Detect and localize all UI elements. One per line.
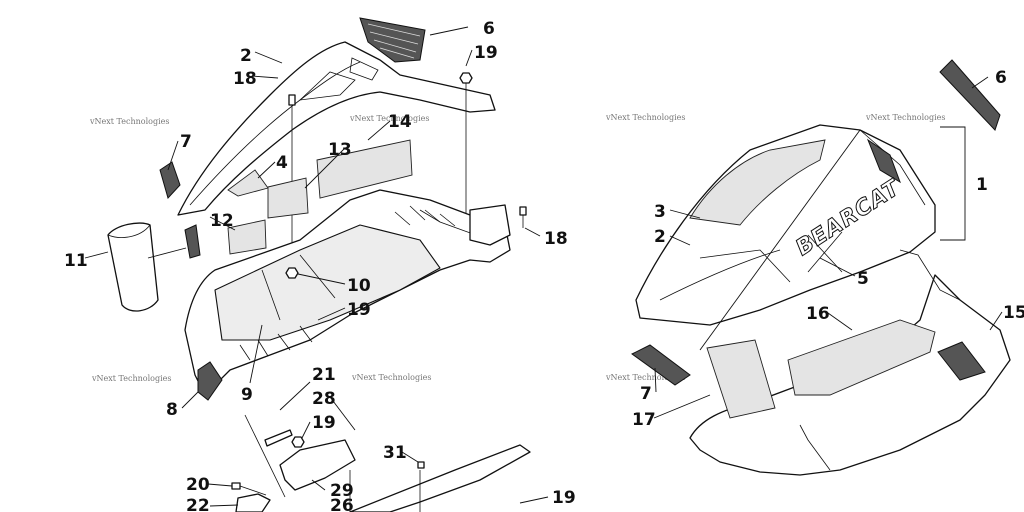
- hood-upper-panel: [177, 41, 496, 216]
- callout-3: 3: [654, 202, 666, 222]
- vent-grille-right-7: [631, 344, 691, 386]
- bracket-28: [279, 439, 356, 491]
- spring-21: [264, 429, 293, 447]
- callout-13: 13: [328, 140, 352, 160]
- callout-14: 14: [388, 112, 412, 132]
- bracket-right: [469, 204, 511, 246]
- callout-19-low: 19: [312, 413, 336, 433]
- right-exploded-view: BEARCAT: [631, 59, 1011, 476]
- callout-4: 4: [276, 153, 288, 173]
- callout-18-left: 18: [233, 69, 257, 89]
- callout-15: 15: [1003, 303, 1024, 323]
- vent-grille-right-6: [939, 59, 1001, 131]
- callout-19-top: 19: [474, 43, 498, 63]
- callout-16: 16: [806, 304, 830, 324]
- latch-22: [235, 493, 271, 512]
- vent-grille-lower-left: [197, 361, 223, 401]
- left-exploded-view: [107, 17, 531, 512]
- screw-18: [288, 94, 296, 106]
- rail-26: [349, 444, 531, 512]
- screw-31: [417, 461, 425, 469]
- callout-11: 11: [64, 251, 88, 271]
- callout-8: 8: [166, 400, 178, 420]
- callout-19-mid: 19: [347, 300, 371, 320]
- side-panel-3: [689, 139, 826, 226]
- callout-2-right: 2: [654, 227, 666, 247]
- nut-19-mid: [285, 267, 299, 279]
- callout-20: 20: [186, 475, 210, 495]
- decal-14: [316, 139, 413, 199]
- vent-grille-top: [359, 17, 426, 63]
- callout-29: 29: [330, 481, 354, 501]
- callout-17: 17: [632, 410, 656, 430]
- nut-19-top: [459, 72, 473, 84]
- windshield-opening: [214, 224, 441, 341]
- callout-31: 31: [383, 443, 407, 463]
- callout-6-left: 6: [483, 19, 495, 39]
- callout-7-right: 7: [640, 384, 652, 404]
- vent-grille-small-8b: [184, 224, 201, 259]
- panel-17: [706, 339, 776, 419]
- vent-15: [937, 341, 986, 381]
- callout-26: 26: [330, 496, 354, 512]
- tube-11: [107, 222, 159, 312]
- callout-9: 9: [241, 385, 253, 405]
- leader-lines: [84, 26, 1003, 507]
- callout-19-bottom: 19: [552, 488, 576, 508]
- bolt-20: [231, 482, 241, 490]
- watermark: vNext Technologies: [605, 373, 685, 382]
- watermark: vNext Technologies: [89, 117, 169, 126]
- callout-2-left: 2: [240, 46, 252, 66]
- watermark: vNext Technologies: [349, 114, 429, 123]
- callout-7-left: 7: [180, 132, 192, 152]
- callout-18-right: 18: [544, 229, 568, 249]
- decal-12: [227, 219, 267, 255]
- callout-6-right: 6: [995, 68, 1007, 88]
- callout-12: 12: [210, 211, 234, 231]
- callout-5: 5: [857, 269, 869, 289]
- panel-16: [787, 319, 936, 396]
- callout-labels: 2 18 6 19 14 7 13 4 12 18 11 10 19 9 8 2…: [64, 19, 1024, 512]
- watermark: vNext Technologies: [91, 374, 171, 383]
- watermark: vNext Technologies: [865, 113, 945, 122]
- upper-shroud: [635, 124, 936, 326]
- watermark: vNext Technologies: [351, 373, 431, 382]
- callout-1: 1: [976, 175, 988, 195]
- nut-19-low: [291, 436, 305, 448]
- callout-10: 10: [347, 276, 371, 296]
- vent-slot-right: [866, 138, 901, 184]
- callout-28: 28: [312, 389, 336, 409]
- vent-small-left: [159, 161, 181, 199]
- callout-22: 22: [186, 496, 210, 512]
- callout-21: 21: [312, 365, 336, 385]
- watermark: vNext Technologies: [605, 113, 685, 122]
- decal-13: [267, 177, 309, 219]
- bolt-18-right: [519, 206, 527, 216]
